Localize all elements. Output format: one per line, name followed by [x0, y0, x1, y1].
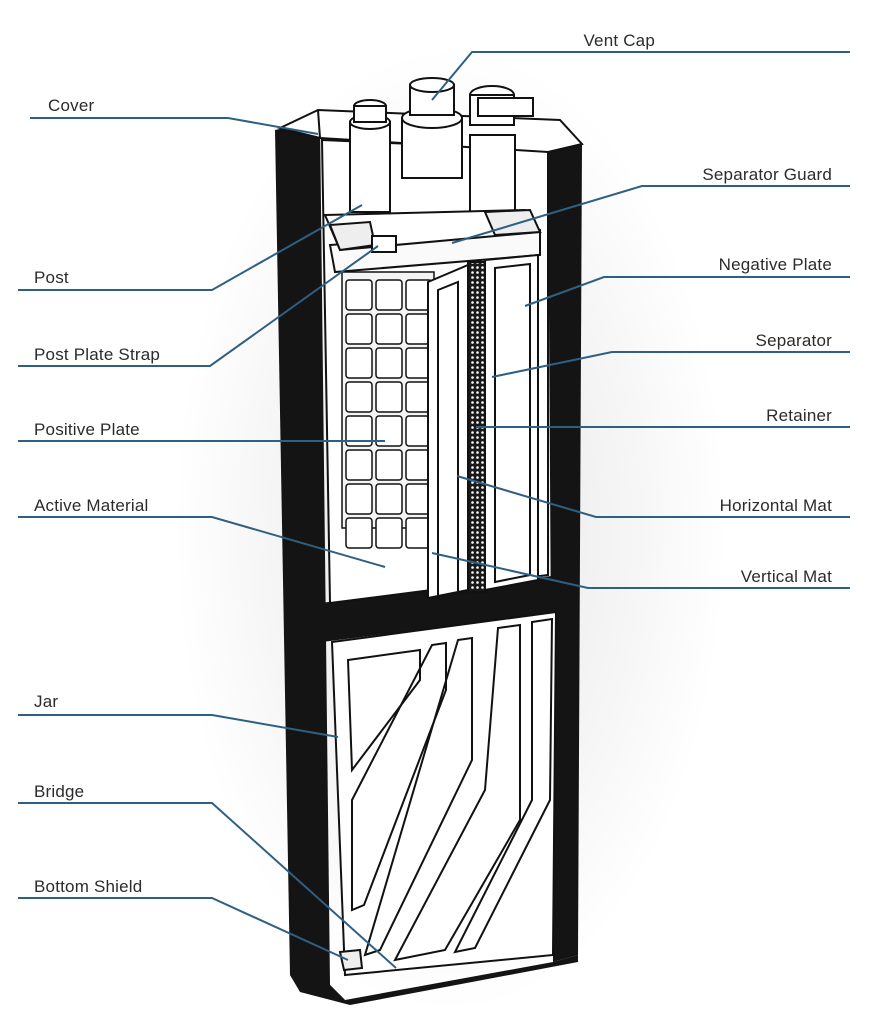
- label-retainer: Retainer: [766, 406, 832, 425]
- leader-cover: [30, 117, 319, 135]
- leader-bridge: [18, 802, 397, 969]
- leader-horizontal-mat: [456, 475, 850, 518]
- vent-cap: [401, 77, 463, 179]
- leader-vent-cap: [431, 51, 850, 101]
- plates-and-mats: [427, 253, 539, 600]
- label-vertical-mat: Vertical Mat: [740, 567, 832, 586]
- grid-cell: [345, 279, 373, 311]
- label-bridge: Bridge: [34, 782, 85, 801]
- label-positive-plate: Positive Plate: [34, 420, 140, 439]
- label-active-material: Active Material: [34, 496, 149, 515]
- post-plate-strap: [371, 235, 397, 253]
- leader-separator: [491, 351, 850, 378]
- leader-lines: [18, 51, 850, 969]
- grid-cell: [375, 517, 403, 549]
- grid-cell: [345, 449, 373, 481]
- grid-cell: [375, 483, 403, 515]
- label-horizontal-mat: Horizontal Mat: [719, 496, 832, 515]
- label-separator-guard: Separator Guard: [702, 165, 832, 184]
- leader-bottom-shield: [18, 897, 349, 961]
- leader-separator-guard: [451, 185, 850, 244]
- leader-active-material: [18, 516, 386, 568]
- label-separator: Separator: [755, 331, 832, 350]
- leader-negative-plate: [524, 276, 850, 307]
- jar-casing: [275, 120, 582, 1005]
- grid-cell: [375, 415, 403, 447]
- grid-cell: [345, 517, 373, 549]
- grid-cell: [375, 449, 403, 481]
- label-post-plate-strap: Post Plate Strap: [34, 345, 161, 364]
- bottom-shield-block: [338, 948, 364, 972]
- lower-interior: [330, 610, 558, 977]
- leader-post: [18, 204, 363, 291]
- grid-cell: [375, 279, 403, 311]
- grid-cell: [375, 313, 403, 345]
- label-negative-plate: Negative Plate: [718, 255, 832, 274]
- label-cover: Cover: [48, 96, 95, 115]
- grid-cell: [375, 347, 403, 379]
- label-jar: Jar: [34, 692, 59, 711]
- label-bottom-shield: Bottom Shield: [34, 877, 143, 896]
- grid-cell: [345, 483, 373, 515]
- positive-plate-grid: [341, 271, 435, 549]
- grid-cell: [345, 347, 373, 379]
- label-vent-cap: Vent Cap: [583, 31, 655, 50]
- grid-cell: [345, 381, 373, 413]
- grid-cell: [345, 415, 373, 447]
- grid-cell: [375, 381, 403, 413]
- label-post: Post: [34, 268, 69, 287]
- posts: [349, 85, 534, 221]
- leader-vertical-mat: [431, 552, 850, 589]
- grid-cell: [345, 313, 373, 345]
- leader-jar: [18, 714, 339, 738]
- leader-post-plate-strap: [18, 245, 379, 367]
